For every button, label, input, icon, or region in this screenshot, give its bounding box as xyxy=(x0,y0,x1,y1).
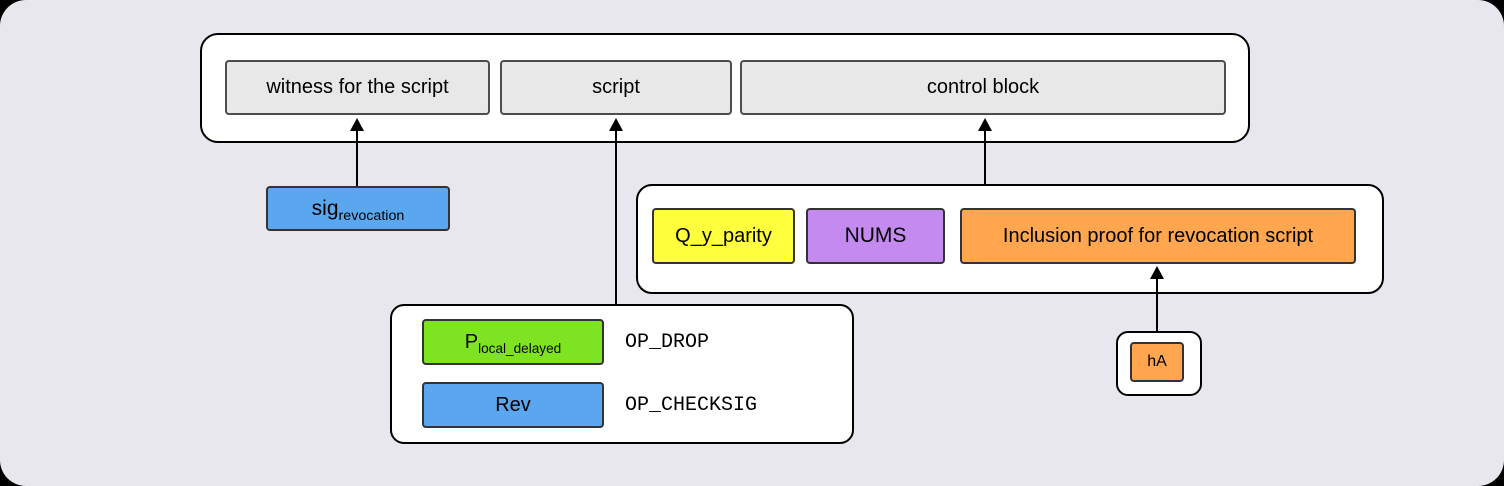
arrow-sig-to-witness xyxy=(350,118,364,186)
op-drop-label: OP_DROP xyxy=(625,330,710,354)
p-local-delayed-box: Plocal_delayed xyxy=(422,319,604,365)
arrow-line xyxy=(615,128,617,304)
arrow-head-icon xyxy=(1150,266,1164,279)
arrow-line xyxy=(1156,276,1158,331)
rev-box: Rev xyxy=(422,382,604,428)
op-checksig-label: OP_CHECKSIG xyxy=(625,393,758,417)
sig-revocation-label: sigrevocation xyxy=(311,196,405,224)
sig-revocation-box: sigrevocation xyxy=(266,186,450,231)
arrow-line xyxy=(984,128,986,184)
arrow-head-icon xyxy=(978,118,992,131)
p-local-delayed-label: Plocal_delayed xyxy=(464,330,562,356)
script-box: script xyxy=(500,60,732,115)
arrow-head-icon xyxy=(350,118,364,131)
arrow-ha-to-inclusionproof xyxy=(1150,266,1164,331)
arrow-detail-to-controlblock xyxy=(978,118,992,184)
nums-box: NUMS xyxy=(806,208,945,264)
nums-label: NUMS xyxy=(844,224,907,247)
q-parity-label: Q_y_parity xyxy=(675,224,772,247)
control-block-label: control block xyxy=(926,76,1040,98)
arrow-scriptdetail-to-script xyxy=(609,118,623,304)
witness-for-script-label: witness for the script xyxy=(266,76,449,98)
q-parity-box: Q_y_parity xyxy=(652,208,795,264)
inclusion-proof-label: Inclusion proof for revocation script xyxy=(1002,224,1314,247)
witness-for-script-box: witness for the script xyxy=(225,60,490,115)
control-block-box: control block xyxy=(740,60,1226,115)
inclusion-proof-box: Inclusion proof for revocation script xyxy=(960,208,1356,264)
arrow-head-icon xyxy=(609,118,623,131)
ha-box: hA xyxy=(1130,342,1184,382)
arrow-line xyxy=(356,128,358,186)
ha-label: hA xyxy=(1147,353,1167,370)
rev-label: Rev xyxy=(495,393,531,416)
script-label: script xyxy=(592,76,640,98)
